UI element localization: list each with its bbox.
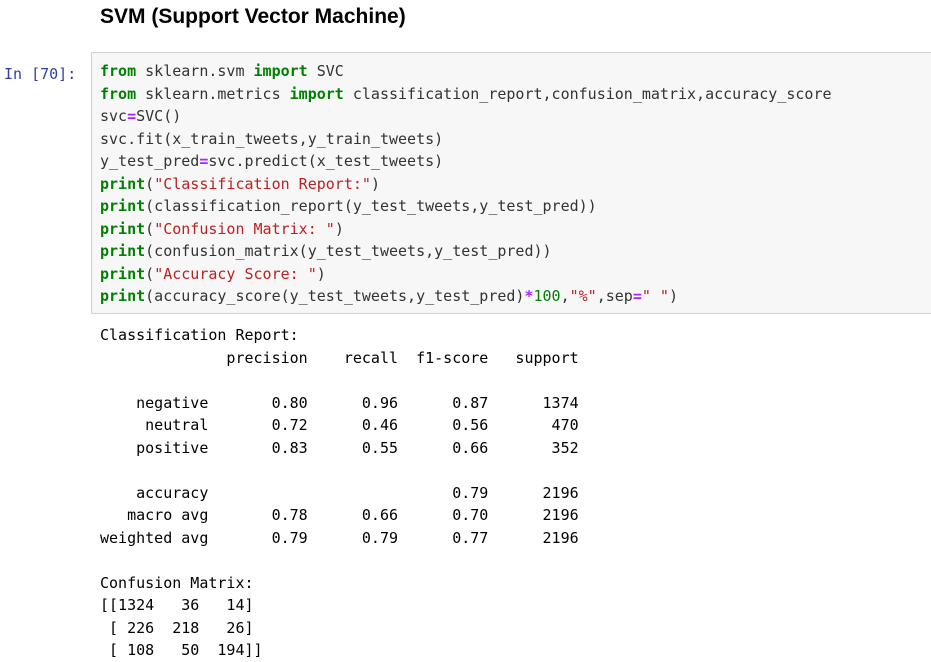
code-text: ): [668, 287, 678, 305]
code-line-9: print(confusion_matrix(y_test_tweets,y_t…: [100, 240, 931, 263]
code-line-1: from sklearn.svm import SVC: [100, 60, 931, 83]
code-text: SVC: [307, 62, 344, 80]
code-line-6: print("Classification Report:"): [100, 173, 931, 196]
section-heading: SVM (Support Vector Machine): [100, 5, 406, 28]
code-text: classification_report,confusion_matrix,a…: [343, 84, 832, 103]
code-text: y_test_pred: [100, 152, 200, 170]
code-line-2: from sklearn.metrics import classificati…: [100, 83, 931, 106]
cell-output: Classification Report: precision recall …: [100, 324, 920, 662]
operator: *: [524, 287, 534, 305]
keyword-from: from: [100, 62, 137, 80]
code-text: ,: [560, 287, 570, 305]
string-literal: "Confusion Matrix: ": [154, 219, 335, 238]
code-text: sklearn.metrics: [136, 84, 290, 103]
string-literal: "%": [569, 287, 597, 305]
string-literal: "Classification Report:": [154, 174, 371, 193]
code-text: svc.fit(x_train_tweets,y_train_tweets): [100, 129, 444, 148]
code-text: ): [316, 264, 326, 283]
code-text: ): [370, 174, 380, 193]
code-line-11: print(accuracy_score(y_test_tweets,y_tes…: [100, 285, 931, 308]
operator: =: [199, 152, 209, 170]
output-line: macro avg 0.78 0.66 0.70 2196: [100, 506, 579, 524]
output-line: [[1324 36 14]: [100, 596, 254, 614]
code-text: SVC(): [136, 107, 182, 125]
output-line: weighted avg 0.79 0.79 0.77 2196: [100, 528, 579, 547]
keyword-print: print: [100, 264, 146, 283]
output-line: neutral 0.72 0.46 0.56 470: [100, 416, 579, 434]
keyword-print: print: [100, 287, 146, 305]
code-line-8: print("Confusion Matrix: "): [100, 218, 931, 241]
output-line: precision recall f1-score support: [100, 348, 579, 367]
code-text: (: [145, 174, 155, 193]
code-text: sklearn.svm: [136, 62, 254, 80]
output-line: [ 226 218 26]: [100, 618, 254, 637]
output-line: [ 108 50 194]]: [100, 641, 263, 659]
keyword-print: print: [100, 174, 146, 193]
keyword-print: print: [100, 242, 146, 260]
number-literal: 100: [533, 287, 561, 305]
code-text: ,sep: [596, 287, 633, 305]
code-text: (confusion_matrix(y_test_tweets,y_test_p…: [145, 242, 552, 260]
keyword-from: from: [100, 84, 137, 103]
string-literal: " ": [641, 287, 669, 305]
keyword-import: import: [253, 62, 308, 80]
output-line: Classification Report:: [100, 326, 299, 344]
keyword-print: print: [100, 219, 146, 238]
code-text: (: [145, 264, 155, 283]
output-line: accuracy 0.79 2196: [100, 483, 579, 502]
output-line: [100, 549, 920, 572]
keyword-print: print: [100, 197, 146, 215]
output-line: positive 0.83 0.55 0.66 352: [100, 438, 579, 457]
code-text: ): [334, 219, 344, 238]
code-line-4: svc.fit(x_train_tweets,y_train_tweets): [100, 128, 931, 151]
output-line: Confusion Matrix:: [100, 573, 254, 592]
code-text: (: [145, 219, 155, 238]
operator: =: [127, 107, 137, 125]
output-line: [100, 459, 920, 482]
code-line-3: svc=SVC(): [100, 105, 931, 128]
code-line-5: y_test_pred=svc.predict(x_test_tweets): [100, 150, 931, 173]
code-line-10: print("Accuracy Score: "): [100, 263, 931, 286]
cell-prompt: In [70]:: [4, 65, 77, 83]
string-literal: "Accuracy Score: ": [154, 264, 317, 283]
code-text: svc: [100, 107, 128, 125]
keyword-import: import: [289, 84, 344, 103]
output-line: [100, 369, 920, 392]
code-line-7: print(classification_report(y_test_tweet…: [100, 195, 931, 218]
code-text: (accuracy_score(y_test_tweets,y_test_pre…: [145, 287, 525, 305]
output-line: negative 0.80 0.96 0.87 1374: [100, 393, 579, 412]
operator: =: [632, 287, 642, 305]
code-text: svc.predict(x_test_tweets): [208, 152, 444, 170]
code-text: (classification_report(y_test_tweets,y_t…: [145, 197, 597, 215]
